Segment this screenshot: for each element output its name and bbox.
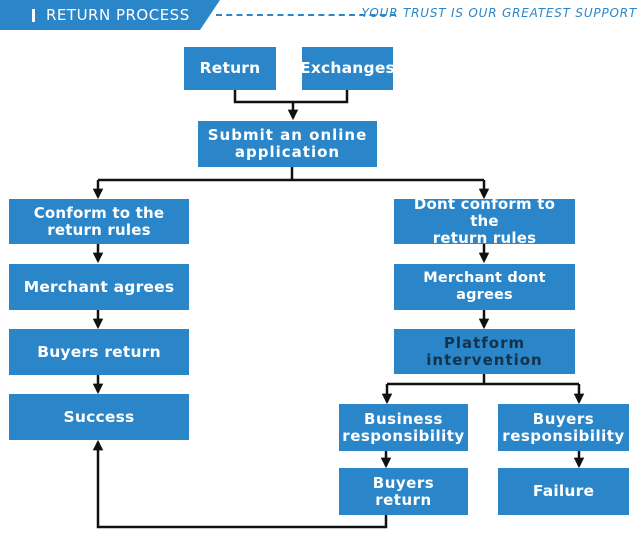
header-divider — [216, 14, 396, 16]
connector-loop-back — [92, 439, 388, 529]
node-exchanges: Exchanges — [300, 47, 395, 90]
header-tagline: YOUR TRUST IS OUR GREATEST SUPPORT — [361, 6, 637, 20]
header-bar-icon — [32, 8, 35, 22]
node-success: Success — [9, 394, 189, 440]
node-merchant-dont-agrees: Merchant dont agrees — [394, 264, 575, 310]
connector-return — [233, 90, 293, 104]
node-buyers-return-left: Buyers return — [9, 329, 189, 375]
header-title: RETURN PROCESS — [46, 6, 190, 24]
node-merchant-agrees: Merchant agrees — [9, 264, 189, 310]
header-tab: RETURN PROCESS — [0, 0, 220, 30]
connector-exchanges — [293, 90, 349, 104]
node-return: Return — [184, 47, 276, 90]
node-failure: Failure — [498, 468, 629, 515]
